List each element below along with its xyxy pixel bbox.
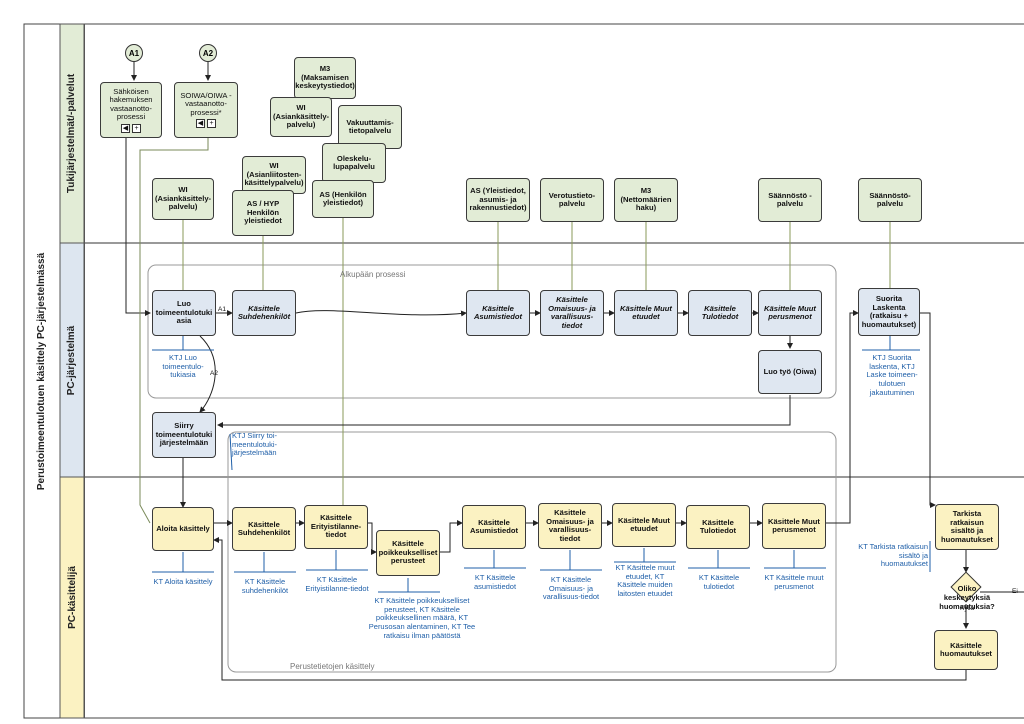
note-ktj-siirry: KTJ Siirry toi-meentulotuki-järjestelmää…: [232, 431, 278, 458]
lane-tukijarjestelmat: Tukijärjestelmät/-palvelut: [60, 24, 85, 243]
note-kt-aloita: KT Aloita käsittely: [153, 577, 213, 586]
pc-suorita-laskenta[interactable]: Suorita Laskenta (ratkaisu + huomautukse…: [858, 288, 920, 336]
support-saannosto-2[interactable]: Säännöstö-palvelu: [858, 178, 922, 222]
support-wi-asiankasittely[interactable]: WI (Asiankäsittely-palvelu): [270, 97, 332, 137]
subprocess-marker-icon: ◀+: [121, 123, 141, 133]
pc-kasittele-muut-etuudet[interactable]: Käsittele Muut etuudet: [614, 290, 678, 336]
pc-kasittele-tulotiedot[interactable]: Käsittele Tulotiedot: [688, 290, 752, 336]
label-a1: A1: [218, 306, 226, 313]
note-ktj-luo: KTJ Luo toimeentulo-tukiasia: [162, 353, 204, 380]
decision-yes: Kyllä: [960, 605, 975, 612]
pc-luo-asia[interactable]: Luo toimeentulotuki asia: [152, 290, 216, 336]
pc-luo-tyo[interactable]: Luo työ (Oiwa): [758, 350, 822, 394]
support-as-henkilo[interactable]: AS (Henkilön yleistiedot): [312, 180, 374, 218]
note-kt-omaisuus: KT Käsittele Omaisuus- ja varallisuus-ti…: [542, 575, 600, 602]
connector-a1: A1: [125, 44, 143, 62]
pc-kasittele-muut-perusmenot[interactable]: Käsittele Muut perusmenot: [758, 290, 822, 336]
label-a2: A2: [210, 370, 218, 377]
kas-muut-perusmenot[interactable]: Käsittele Muut perusmenot: [762, 503, 826, 549]
lane-pc-kasittelija: PC-käsittelijä: [60, 477, 85, 718]
support-wi-left[interactable]: WI (Asiankäsittely-palvelu): [152, 178, 214, 220]
support-sahkoinen-hakemus[interactable]: Sähköisen hakemuksen vastaanotto-prosess…: [100, 82, 162, 138]
pc-kasittele-omaisuus[interactable]: Käsittele Omaisuus- ja varallisuus-tiedo…: [540, 290, 604, 336]
pc-kasittele-asumistiedot[interactable]: Käsittele Asumistiedot: [466, 290, 530, 336]
support-m3-netto[interactable]: M3 (Nettomäärien haku): [614, 178, 678, 222]
note-kt-erityis: KT Käsittele Erityistilanne-tiedot: [305, 575, 369, 593]
note-kt-suhde: KT Käsittele suhdehenkilöt: [241, 577, 289, 595]
kas-kasittele-huomautukset[interactable]: Käsittele huomautukset: [934, 630, 998, 670]
support-vakuuttamis[interactable]: Vakuuttamis-tietopalvelu: [338, 105, 402, 149]
kas-tulotiedot[interactable]: Käsittele Tulotiedot: [686, 505, 750, 549]
group-label-alkupaa: Alkupään prosessi: [340, 270, 406, 279]
support-m3-maksu[interactable]: M3 (Maksamisen keskeytystiedot): [294, 57, 356, 99]
subprocess-marker-icon: ◀+: [196, 119, 216, 129]
pool-title: Perustoimeentulotuen käsittely PC-järjes…: [36, 252, 48, 490]
note-kt-asumis: KT Käsittele asumistiedot: [473, 573, 517, 591]
note-kt-tulot: KT Käsittele tulotiedot: [698, 573, 740, 591]
kas-suhdehenkilot[interactable]: Käsittele Suhdehenkilöt: [232, 507, 296, 551]
decision-no: Ei: [1012, 588, 1018, 595]
connector-a2: A2: [199, 44, 217, 62]
support-soiwa-oiwa[interactable]: SOIWA/OIWA - vastaanotto-prosessi* ◀+: [174, 82, 238, 138]
kas-poikkeukselliset[interactable]: Käsittele poikkeukselliset perusteet: [376, 530, 440, 576]
kas-tarkista-ratkaisu[interactable]: Tarkista ratkaisun sisältö ja huomautuks…: [935, 504, 999, 550]
decision-question: Oliko keskeytyksiä huomautuksia?: [939, 584, 995, 611]
kas-asumistiedot[interactable]: Käsittele Asumistiedot: [462, 505, 526, 549]
note-kt-muut-etuudet: KT Käsittele muut etuudet, KT Käsittele …: [615, 563, 675, 598]
support-oleskelulupa[interactable]: Oleskelu-lupapalvelu: [322, 143, 386, 183]
kas-erityistilanne[interactable]: Käsittele Erityistilanne-tiedot: [304, 505, 368, 549]
kas-muut-etuudet[interactable]: Käsittele Muut etuudet: [612, 503, 676, 547]
support-as-hyp[interactable]: AS / HYP Henkilön yleistiedot: [232, 190, 294, 236]
support-as-yleistiedot[interactable]: AS (Yleistiedot, asumis- ja rakennustied…: [466, 178, 530, 222]
group-label-perustieto: Perustetietojen käsittely: [290, 662, 375, 671]
support-saannosto-1[interactable]: Säännöstö - palvelu: [758, 178, 822, 222]
lane-pc-jarjestelma: PC-järjestelmä: [60, 243, 85, 477]
note-ktj-suorita: KTJ Suorita laskenta, KTJ Laske toimeen-…: [866, 353, 918, 397]
kas-aloita-kasittely[interactable]: Aloita käsittely: [152, 507, 214, 551]
support-wi-asianliitos[interactable]: WI (Asianliitosten-käsittelypalvelu): [242, 156, 306, 194]
pc-siirry-jarjestelmaan[interactable]: Siirry toimeentulotuki järjestelmään: [152, 412, 216, 458]
note-kt-muut-perus: KT Käsittele muut perusmenot: [764, 573, 824, 591]
pc-kasittele-suhdehenkilot[interactable]: Käsittele Suhdehenkilöt: [232, 290, 296, 336]
kas-omaisuus[interactable]: Käsittele Omaisuus- ja varallisuus-tiedo…: [538, 503, 602, 549]
support-verotus[interactable]: Verotustieto-palvelu: [540, 178, 604, 222]
note-kt-poikkeus: KT Käsittele poikkeukselliset perusteet,…: [368, 596, 476, 640]
note-kt-tarkista: KT Tarkista ratkaisun sisältö ja huomaut…: [858, 542, 928, 569]
